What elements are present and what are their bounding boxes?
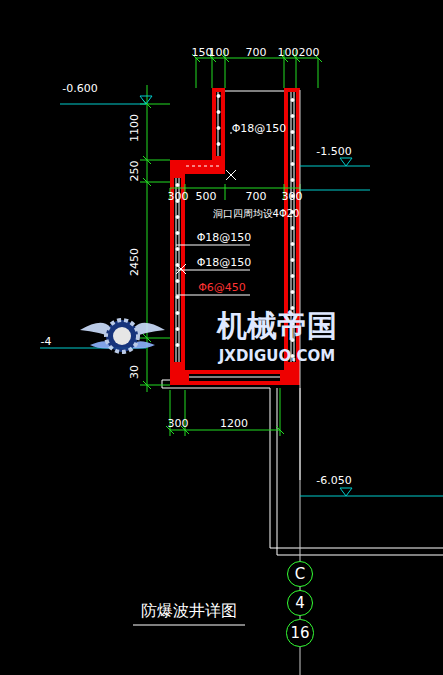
rebar-dot [291, 163, 294, 166]
axis-label: C [295, 565, 305, 583]
watermark-text: 机械帝国 [217, 311, 337, 341]
rebar-dot [176, 184, 179, 187]
dimension: 100 [278, 47, 299, 58]
rebar-dot [291, 179, 294, 182]
axis-bubble: C [287, 561, 313, 587]
rebar-note: Φ18@150 [232, 123, 287, 134]
rebar-note: Φ6@450 [198, 282, 246, 293]
rebar-dot [291, 99, 294, 102]
dimension: 30 [129, 365, 140, 379]
axis-label: 16 [290, 624, 309, 642]
rebar-dot [176, 312, 179, 315]
title-underline [133, 625, 245, 626]
rebar-dot [217, 95, 220, 98]
dimension: 1200 [220, 418, 248, 429]
level-mark: -4 [41, 336, 52, 347]
rebar-dot [291, 259, 294, 262]
dimension: 300 [282, 191, 303, 202]
dimension: 1100 [129, 114, 140, 142]
axis-bubble: 16 [286, 619, 313, 646]
dimension: 250 [129, 161, 140, 182]
rebar-dot [291, 115, 294, 118]
rebar-dot [291, 291, 294, 294]
structure-outline [162, 91, 443, 555]
rebar-dot [291, 243, 294, 246]
dimension: 2450 [129, 248, 140, 276]
dimension: 100 [209, 47, 230, 58]
dimension: 300 [168, 418, 189, 429]
level-mark: -6.050 [316, 475, 351, 486]
dimension: 700 [246, 191, 267, 202]
drawing-title: 防爆波井详图 [141, 603, 237, 619]
rebar-dot [176, 216, 179, 219]
dimension: 700 [246, 47, 267, 58]
rebar-note: Φ18@150 [197, 232, 252, 243]
rebar-dot [291, 147, 294, 150]
dimension: 500 [196, 191, 217, 202]
rebar-dot [176, 232, 179, 235]
level-markers [40, 96, 443, 496]
axis-label: 4 [295, 594, 305, 612]
watermark-logo [80, 320, 165, 352]
rebar-dot [291, 227, 294, 230]
opening-note: 洞口四周均设4Φ20 [213, 209, 300, 219]
dimension: 200 [299, 47, 320, 58]
dimension: 300 [168, 191, 189, 202]
rebar-dot [176, 344, 179, 347]
rebar-dot [291, 307, 294, 310]
rebar-dot [217, 127, 220, 130]
rebar-dot [291, 131, 294, 134]
rebar-dot [176, 248, 179, 251]
axis-bubble: 4 [287, 590, 313, 616]
rebar-note: Φ18@150 [197, 257, 252, 268]
rebar-dot [217, 111, 220, 114]
rebar-dot [176, 296, 179, 299]
watermark-url: JXDIGUO.COM [219, 349, 335, 364]
rebar-dot [291, 275, 294, 278]
level-mark: -0.600 [62, 83, 97, 94]
rebar-dot [176, 328, 179, 331]
level-mark: -1.500 [316, 146, 351, 157]
rebar-dot [217, 143, 220, 146]
rebar-dot [176, 280, 179, 283]
